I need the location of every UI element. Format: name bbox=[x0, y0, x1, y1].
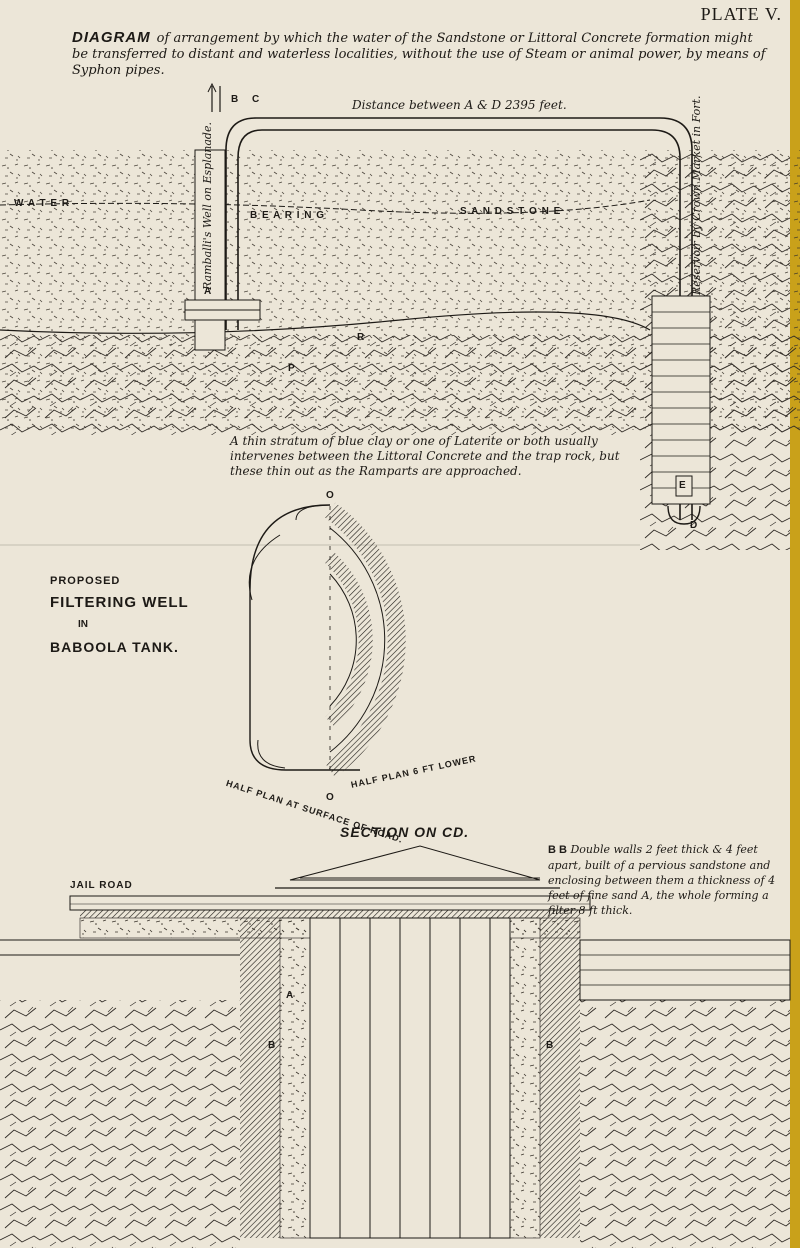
plate-number: PLATE V. bbox=[700, 4, 782, 24]
point-e-label: E bbox=[679, 480, 687, 491]
distance-label: Distance between A & D 2395 feet. bbox=[352, 98, 567, 112]
section-title: SECTION ON CD. bbox=[340, 824, 470, 840]
caption-line-in: IN bbox=[78, 619, 88, 630]
plan-top-marker: O bbox=[326, 490, 335, 501]
point-b-section-left-label: B bbox=[268, 1040, 277, 1051]
sandstone-label: S A N D S T O N E bbox=[460, 206, 562, 217]
caption-line-proposed: PROPOSED bbox=[50, 575, 121, 587]
caption-line-tank: BABOOLA TANK. bbox=[50, 639, 179, 655]
point-b-section-right-label: B bbox=[546, 1040, 555, 1051]
double-walls-note-lead: B B bbox=[548, 844, 567, 856]
title-body: of arrangement by which the water of the… bbox=[72, 31, 766, 78]
reservoir-column bbox=[651, 295, 711, 525]
rampart-well-shaft bbox=[184, 149, 261, 351]
page-edge-binding bbox=[790, 0, 800, 1248]
point-p-label: P bbox=[288, 363, 296, 374]
filtering-well-caption: PROPOSED FILTERING WELL IN BABOOLA TANK. bbox=[50, 570, 189, 658]
point-a-section-label: A bbox=[286, 990, 295, 1001]
plan-bottom-marker: O bbox=[326, 792, 335, 803]
rampart-well-label: Ramballi's Well on Esplanade. bbox=[201, 122, 214, 290]
reservoir-label: Reservoir by Crown Market in Fort. bbox=[690, 95, 703, 295]
point-a-label: A bbox=[204, 286, 213, 297]
double-walls-note-body: Double walls 2 feet thick & 4 feet apart… bbox=[548, 843, 776, 917]
bearing-label: B E A R I N G bbox=[250, 210, 326, 221]
filtering-well-plan bbox=[248, 502, 406, 778]
syphon-pipe bbox=[207, 82, 693, 520]
point-d-label: D bbox=[690, 520, 699, 531]
water-bearing-label: W A T E R bbox=[14, 198, 71, 209]
point-r-label: R bbox=[357, 332, 366, 343]
point-c-label: C bbox=[252, 94, 261, 105]
title-lead: DIAGRAM bbox=[72, 29, 151, 46]
well-section bbox=[0, 845, 791, 1248]
jail-road-label: JAIL ROAD bbox=[70, 880, 133, 891]
double-walls-note: B B Double walls 2 feet thick & 4 feet a… bbox=[548, 842, 793, 918]
stratum-note: A thin stratum of blue clay or one of La… bbox=[230, 434, 620, 478]
point-b-label: B bbox=[231, 94, 240, 105]
caption-line-filtering: FILTERING WELL bbox=[50, 594, 189, 611]
